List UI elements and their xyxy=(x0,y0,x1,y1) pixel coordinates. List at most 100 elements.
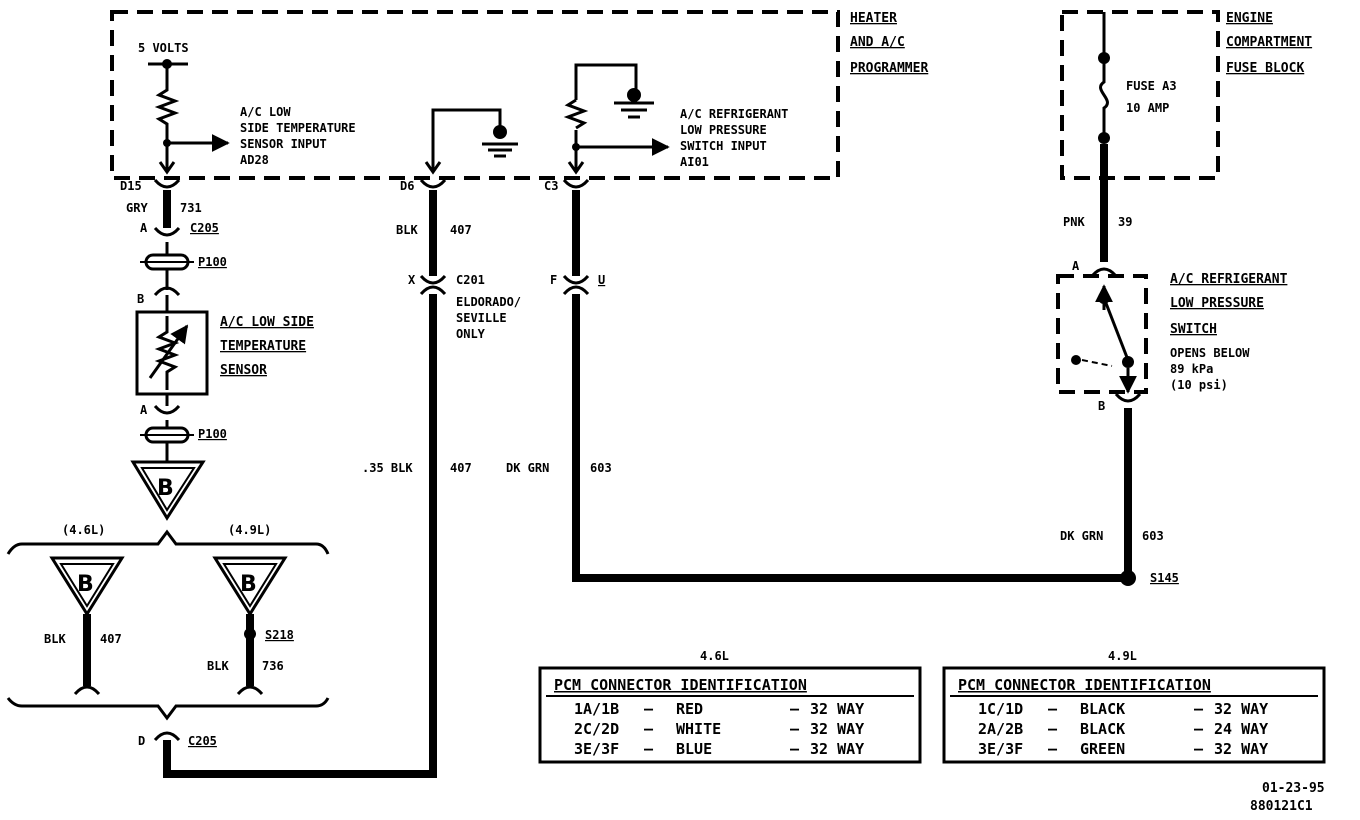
engine-46-label: (4.6L) xyxy=(62,523,105,537)
five-volts-label: 5 VOLTS xyxy=(138,41,189,55)
svg-text:B: B xyxy=(157,476,174,501)
blk-407-46-color: BLK xyxy=(44,632,66,646)
svg-text:C3: C3 xyxy=(544,179,558,193)
svg-text:BLUE: BLUE xyxy=(676,740,712,758)
pullup-resistor-symbol xyxy=(154,64,180,140)
d6-pin: D6 xyxy=(400,178,447,193)
dkgrn-603-circuit: 603 xyxy=(590,461,612,475)
pressure-switch-label-5: 89 kPa xyxy=(1170,362,1213,376)
svg-text:1C/1D: 1C/1D xyxy=(978,700,1023,718)
dkgrn-603-main-wire xyxy=(572,294,1130,582)
c201-label: C201 xyxy=(456,273,485,287)
programmer-label-line-1: HEATER xyxy=(850,11,897,26)
ground-ref-b-main: B xyxy=(130,460,206,521)
pressure-switch-label-3: SWITCH xyxy=(1170,322,1217,337)
svg-text:32 WAY: 32 WAY xyxy=(810,700,864,718)
pcm-table-46: 4.6L PCM CONNECTOR IDENTIFICATION 1A/1B … xyxy=(538,649,922,764)
c205-bottom-label: C205 xyxy=(188,734,217,748)
svg-text:–: – xyxy=(1048,720,1058,738)
c3-ground-icon xyxy=(614,101,654,119)
c201-note-1: ELDORADO/ xyxy=(456,295,521,309)
temp-sensor-label-1: A/C LOW SIDE xyxy=(220,315,314,330)
pressure-input-line-1: A/C REFRIGERANT xyxy=(680,107,788,121)
temp-sensor-label-2: TEMPERATURE xyxy=(220,339,306,354)
svg-text:–: – xyxy=(644,720,654,738)
pcm-table-49-title: PCM CONNECTOR IDENTIFICATION xyxy=(958,676,1211,694)
pin-a-switch: A xyxy=(1072,259,1080,273)
svg-text:–: – xyxy=(1194,700,1204,718)
fuse-block-label-2: COMPARTMENT xyxy=(1226,35,1312,50)
low-side-input-line-2: SIDE TEMPERATURE xyxy=(240,121,356,135)
p100-upper-label: P100 xyxy=(198,255,227,269)
pin-x-c201: X xyxy=(408,273,416,287)
pcm-table-49-engine: 4.9L xyxy=(1108,649,1137,663)
svg-text:–: – xyxy=(1194,720,1204,738)
s145-splice xyxy=(1120,570,1136,586)
c201-note-2: SEVILLE xyxy=(456,311,507,325)
low-side-input-line-4: AD28 xyxy=(240,153,269,167)
blk-407-46-circuit: 407 xyxy=(100,632,122,646)
p100-lower-grommet xyxy=(140,420,194,462)
svg-text:3E/3F: 3E/3F xyxy=(978,740,1023,758)
svg-text:1A/1B: 1A/1B xyxy=(574,700,619,718)
svg-text:D6: D6 xyxy=(400,179,414,193)
fuse-rating: 10 AMP xyxy=(1126,101,1169,115)
fuse-label: FUSE A3 xyxy=(1126,79,1177,93)
svg-text:–: – xyxy=(1048,700,1058,718)
svg-text:–: – xyxy=(644,700,654,718)
pressure-input-line-4: AI01 xyxy=(680,155,709,169)
footer-code: 880121C1 xyxy=(1250,799,1313,814)
svg-text:24 WAY: 24 WAY xyxy=(1214,720,1268,738)
svg-text:–: – xyxy=(790,740,800,758)
dkgrn-603-switch-circuit: 603 xyxy=(1142,529,1164,543)
pressure-switch-label-6: (10 psi) xyxy=(1170,378,1228,392)
pin-a-sensor: A xyxy=(140,403,148,417)
pressure-switch-label-2: LOW PRESSURE xyxy=(1170,296,1264,311)
svg-text:B: B xyxy=(77,572,94,597)
svg-text:32 WAY: 32 WAY xyxy=(1214,700,1268,718)
pcm-table-46-engine: 4.6L xyxy=(700,649,729,663)
gry-731-circuit: 731 xyxy=(180,201,202,215)
fuse-block-box xyxy=(1060,10,1220,180)
svg-text:GREEN: GREEN xyxy=(1080,740,1125,758)
gry-731-color: GRY xyxy=(126,201,148,215)
fuse-block-label-1: ENGINE xyxy=(1226,11,1273,26)
heater-ac-programmer-box xyxy=(110,10,840,180)
pin-b-sensor: B xyxy=(137,292,144,306)
svg-text:WHITE: WHITE xyxy=(676,720,721,738)
blk-407-d6-circuit: 407 xyxy=(450,223,472,237)
svg-text:32 WAY: 32 WAY xyxy=(810,720,864,738)
low-side-input-line-1: A/C LOW xyxy=(240,105,291,119)
low-side-input-line-3: SENSOR INPUT xyxy=(240,137,327,151)
svg-text:BLACK: BLACK xyxy=(1080,700,1125,718)
pnk-39-circuit: 39 xyxy=(1118,215,1132,229)
pressure-switch-label-1: A/C REFRIGERANT xyxy=(1170,272,1288,287)
fuse-block-label-3: FUSE BLOCK xyxy=(1226,61,1304,76)
engine-option-bracket xyxy=(6,529,330,555)
blk-407-35-color: .35 BLK xyxy=(362,461,413,475)
pressure-input-resistor-symbol xyxy=(563,98,589,130)
pcm-table-46-title: PCM CONNECTOR IDENTIFICATION xyxy=(554,676,807,694)
pressure-input-line-2: LOW PRESSURE xyxy=(680,123,767,137)
c205-top-label: C205 xyxy=(190,221,219,235)
programmer-label-line-3: PROGRAMMER xyxy=(850,61,928,76)
blk-407-d6-color: BLK xyxy=(396,223,418,237)
pin-a-c205: A xyxy=(140,221,148,235)
d6-ground-line xyxy=(431,108,502,172)
c3-pin: C3 xyxy=(544,178,590,193)
pressure-switch-box xyxy=(1056,274,1148,394)
blk-736-color: BLK xyxy=(207,659,229,673)
engine-option-bracket-lower xyxy=(6,697,330,721)
p100-upper-grommet xyxy=(140,242,194,290)
pin-u: U xyxy=(598,273,605,287)
blk-407-return-wire xyxy=(163,294,437,778)
svg-text:2C/2D: 2C/2D xyxy=(574,720,619,738)
dkgrn-603-color: DK GRN xyxy=(506,461,549,475)
d6-ground-icon xyxy=(482,142,518,158)
fuse-icon xyxy=(1099,58,1109,136)
blk-736-circuit: 736 xyxy=(262,659,284,673)
engine-49-label: (4.9L) xyxy=(228,523,271,537)
svg-text:D15: D15 xyxy=(120,179,142,193)
s218-label: S218 xyxy=(265,628,294,642)
